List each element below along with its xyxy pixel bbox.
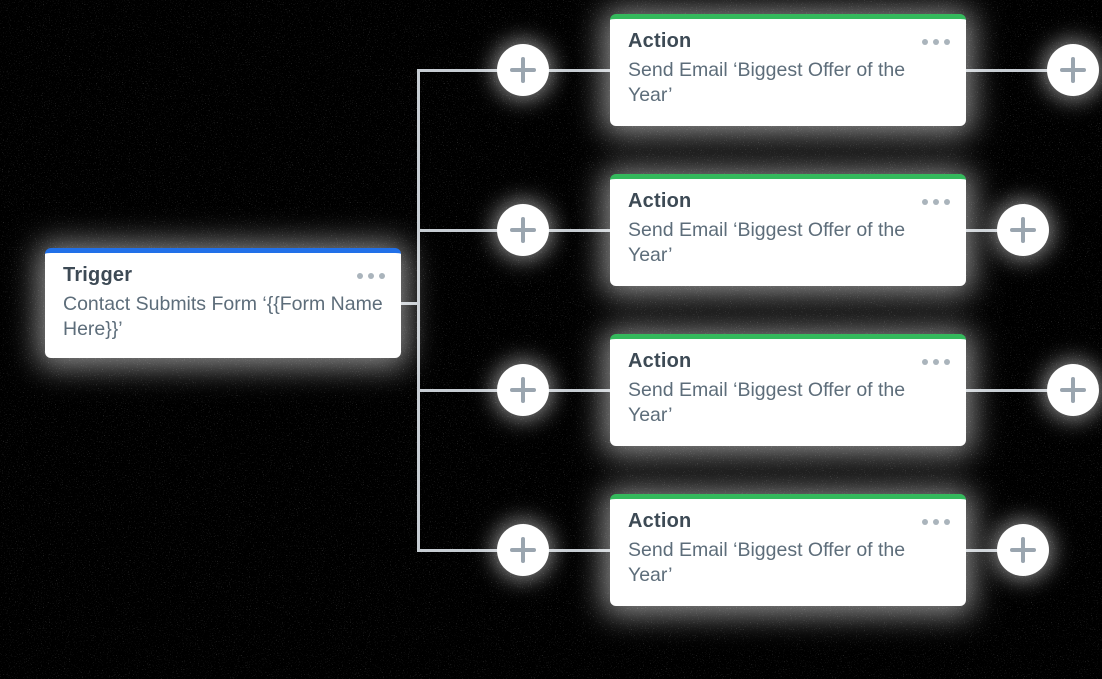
action-card[interactable]: Action Send Email ‘Biggest Offer of the …	[610, 334, 966, 446]
card-menu-button[interactable]	[357, 269, 385, 283]
trigger-card-description: Contact Submits Form ‘{{Form Name Here}}…	[63, 293, 383, 340]
action-card-title: Action	[628, 350, 692, 372]
plus-icon	[510, 537, 536, 563]
plus-icon	[510, 57, 536, 83]
plus-icon	[510, 217, 536, 243]
ellipsis-icon	[922, 38, 950, 45]
add-step-button[interactable]	[497, 44, 549, 96]
plus-icon	[1060, 377, 1086, 403]
ellipsis-icon	[922, 358, 950, 365]
action-card[interactable]: Action Send Email ‘Biggest Offer of the …	[610, 174, 966, 286]
card-menu-button[interactable]	[922, 515, 950, 529]
plus-icon	[1010, 537, 1036, 563]
action-card-description: Send Email ‘Biggest Offer of the Year’	[628, 59, 906, 106]
action-card-title: Action	[628, 510, 692, 532]
action-card-description: Send Email ‘Biggest Offer of the Year’	[628, 539, 906, 586]
plus-icon	[1010, 217, 1036, 243]
ellipsis-icon	[922, 518, 950, 525]
action-card[interactable]: Action Send Email ‘Biggest Offer of the …	[610, 14, 966, 126]
add-step-button[interactable]	[497, 524, 549, 576]
add-step-button[interactable]	[1047, 364, 1099, 416]
action-card-description: Send Email ‘Biggest Offer of the Year’	[628, 219, 906, 266]
trigger-card-title: Trigger	[63, 264, 133, 286]
ellipsis-icon	[357, 272, 385, 279]
add-step-button[interactable]	[497, 364, 549, 416]
action-card-title: Action	[628, 30, 692, 52]
add-step-button[interactable]	[1047, 44, 1099, 96]
card-menu-button[interactable]	[922, 355, 950, 369]
action-card-title: Action	[628, 190, 692, 212]
card-menu-button[interactable]	[922, 195, 950, 209]
action-card-description: Send Email ‘Biggest Offer of the Year’	[628, 379, 906, 426]
plus-icon	[1060, 57, 1086, 83]
connector-line	[417, 69, 420, 552]
plus-icon	[510, 377, 536, 403]
trigger-card[interactable]: Trigger Contact Submits Form ‘{{Form Nam…	[45, 248, 401, 358]
action-card[interactable]: Action Send Email ‘Biggest Offer of the …	[610, 494, 966, 606]
ellipsis-icon	[922, 198, 950, 205]
add-step-button[interactable]	[997, 204, 1049, 256]
add-step-button[interactable]	[997, 524, 1049, 576]
add-step-button[interactable]	[497, 204, 549, 256]
card-menu-button[interactable]	[922, 35, 950, 49]
